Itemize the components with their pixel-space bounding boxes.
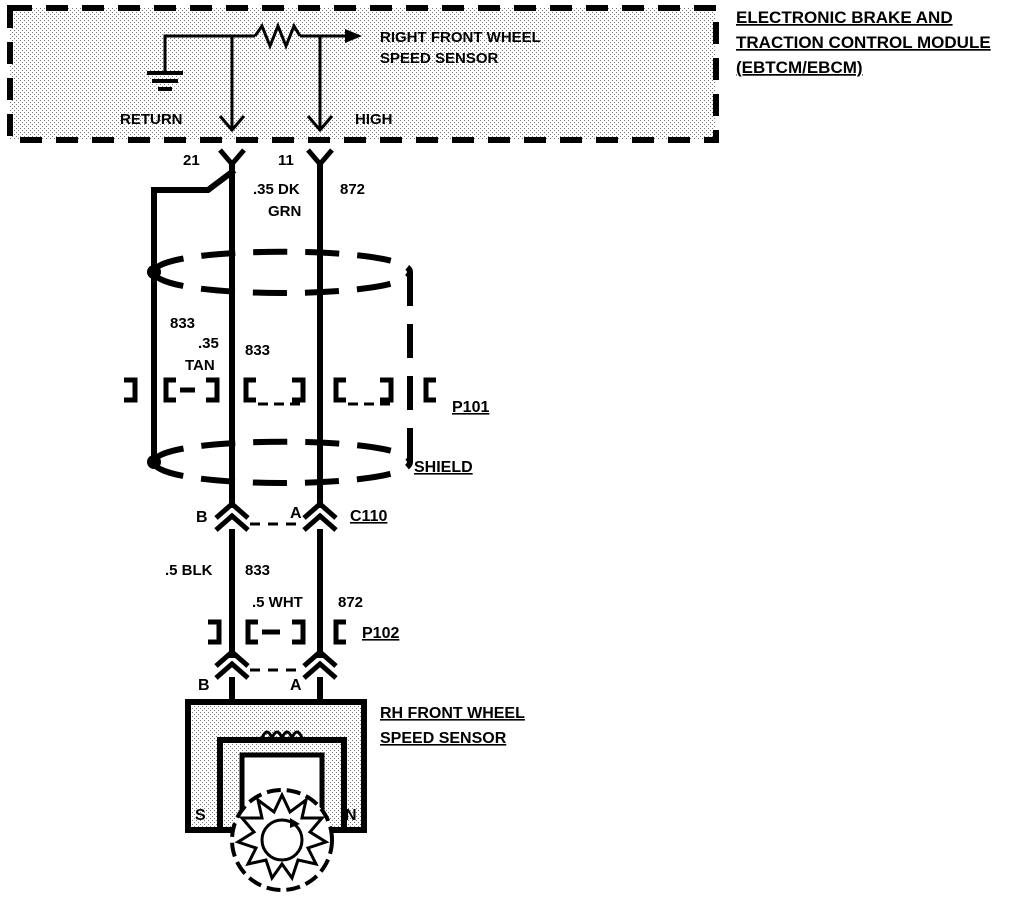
wheel-speed-sensor	[185, 699, 367, 892]
return-circuit-upper: 833	[245, 342, 270, 359]
high-gauge-color-2: GRN	[268, 203, 301, 220]
shield-label: SHIELD	[414, 459, 473, 476]
c110-label: C110	[350, 508, 387, 525]
module-title-line2: TRACTION CONTROL MODULE	[736, 33, 991, 52]
high-gauge-color-1: .35 DK	[253, 181, 300, 198]
shield-cylinder	[151, 248, 413, 486]
sensor-pin-b: B	[198, 677, 210, 694]
internal-sensor-label-1: RIGHT FRONT WHEEL	[380, 29, 541, 46]
sensor-title-1: RH FRONT WHEEL	[380, 705, 525, 722]
module-title-line3: (EBTCM/EBCM)	[736, 58, 863, 77]
ground-icon	[147, 71, 183, 91]
pin-high: 11	[278, 152, 294, 169]
high-gauge-lower: .5 WHT	[252, 594, 303, 611]
sensor-title-2: SPEED SENSOR	[380, 730, 507, 747]
c110-pin-a: A	[290, 505, 302, 522]
high-label: HIGH	[355, 111, 393, 128]
sensor-pin-a: A	[290, 677, 302, 694]
sensor-pole-s: S	[195, 807, 206, 824]
c110-pin-b: B	[196, 509, 208, 526]
high-circuit-lower: 872	[338, 594, 363, 611]
module-connector-pins	[218, 148, 334, 168]
p102-label: P102	[362, 625, 399, 642]
module-title-line1: ELECTRONIC BRAKE AND	[736, 8, 953, 27]
return-label: RETURN	[120, 111, 183, 128]
return-circuit-left: 833	[170, 315, 195, 332]
return-circuit-lower: 833	[245, 562, 270, 579]
high-circuit-upper: 872	[340, 181, 365, 198]
connector-p102	[208, 619, 346, 645]
module-internal-circuit	[163, 21, 362, 133]
connector-p101	[124, 377, 436, 406]
return-gauge-2: TAN	[185, 357, 215, 374]
pin-return: 21	[183, 152, 200, 169]
sensor-pole-n: N	[345, 807, 357, 824]
connector-sensor	[214, 648, 338, 680]
return-gauge-1: .35	[198, 335, 219, 352]
p101-label: P101	[452, 399, 489, 416]
ebtcm-module-box	[7, 5, 719, 143]
return-gauge-lower: .5 BLK	[165, 562, 213, 579]
connector-c110	[214, 500, 338, 532]
internal-sensor-label-2: SPEED SENSOR	[380, 50, 499, 67]
